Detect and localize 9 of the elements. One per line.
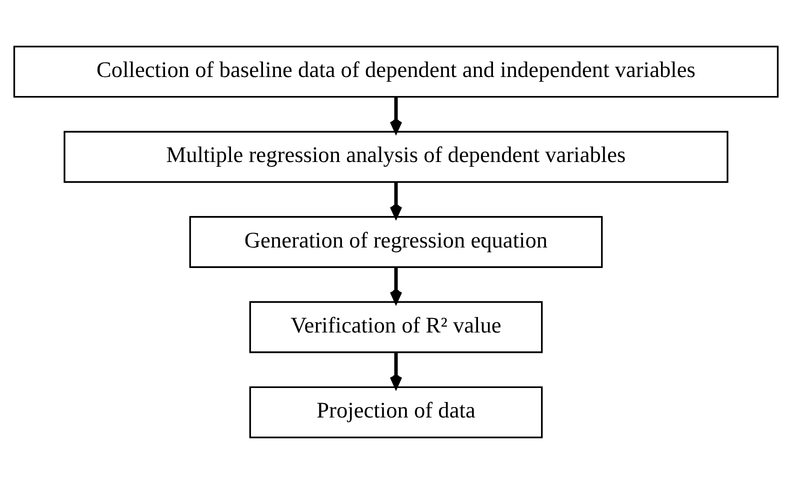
node-box: Multiple regression analysis of dependent variables [64,130,728,182]
arrow [390,352,402,388]
arrow [390,266,402,303]
node-box: Projection of data [249,386,543,438]
node-box: Verification of R² value [249,300,543,353]
node-box: Collection of baseline data of dependent and independent variables [13,45,779,98]
node-box: Generation of regression equation [189,216,603,268]
arrow [390,96,402,133]
arrow [390,182,402,218]
